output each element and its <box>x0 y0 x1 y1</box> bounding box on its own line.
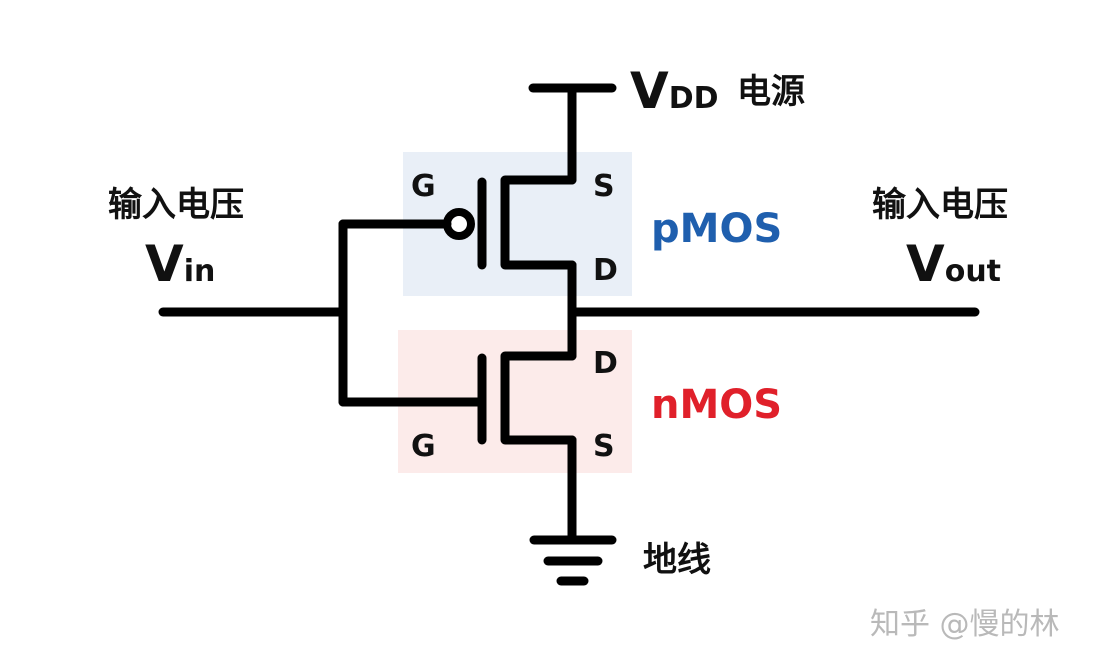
pmos-drain-label: D <box>593 253 618 288</box>
vdd-caption: 电源 <box>737 72 805 112</box>
nmos-gate-label: G <box>411 429 436 464</box>
pmos-gate-label: G <box>411 169 436 204</box>
vin-label: Vin <box>145 235 215 293</box>
pmos-channel <box>500 175 577 270</box>
ground-caption: 地线 <box>643 540 711 580</box>
output-caption: 输入电压 <box>872 185 1008 225</box>
input-caption: 输入电压 <box>108 185 244 225</box>
vout-label: Vout <box>906 235 1001 293</box>
nmos-drain-label: D <box>593 346 618 381</box>
vdd-label: VDD <box>630 62 719 120</box>
nmos-name: nMOS <box>651 382 782 428</box>
nmos-channel <box>500 351 577 445</box>
nmos-source-label: S <box>593 429 615 464</box>
pmos-name: pMOS <box>651 206 782 252</box>
watermark: 知乎 @慢的林 <box>870 607 1060 642</box>
pmos-source-label: S <box>593 169 615 204</box>
